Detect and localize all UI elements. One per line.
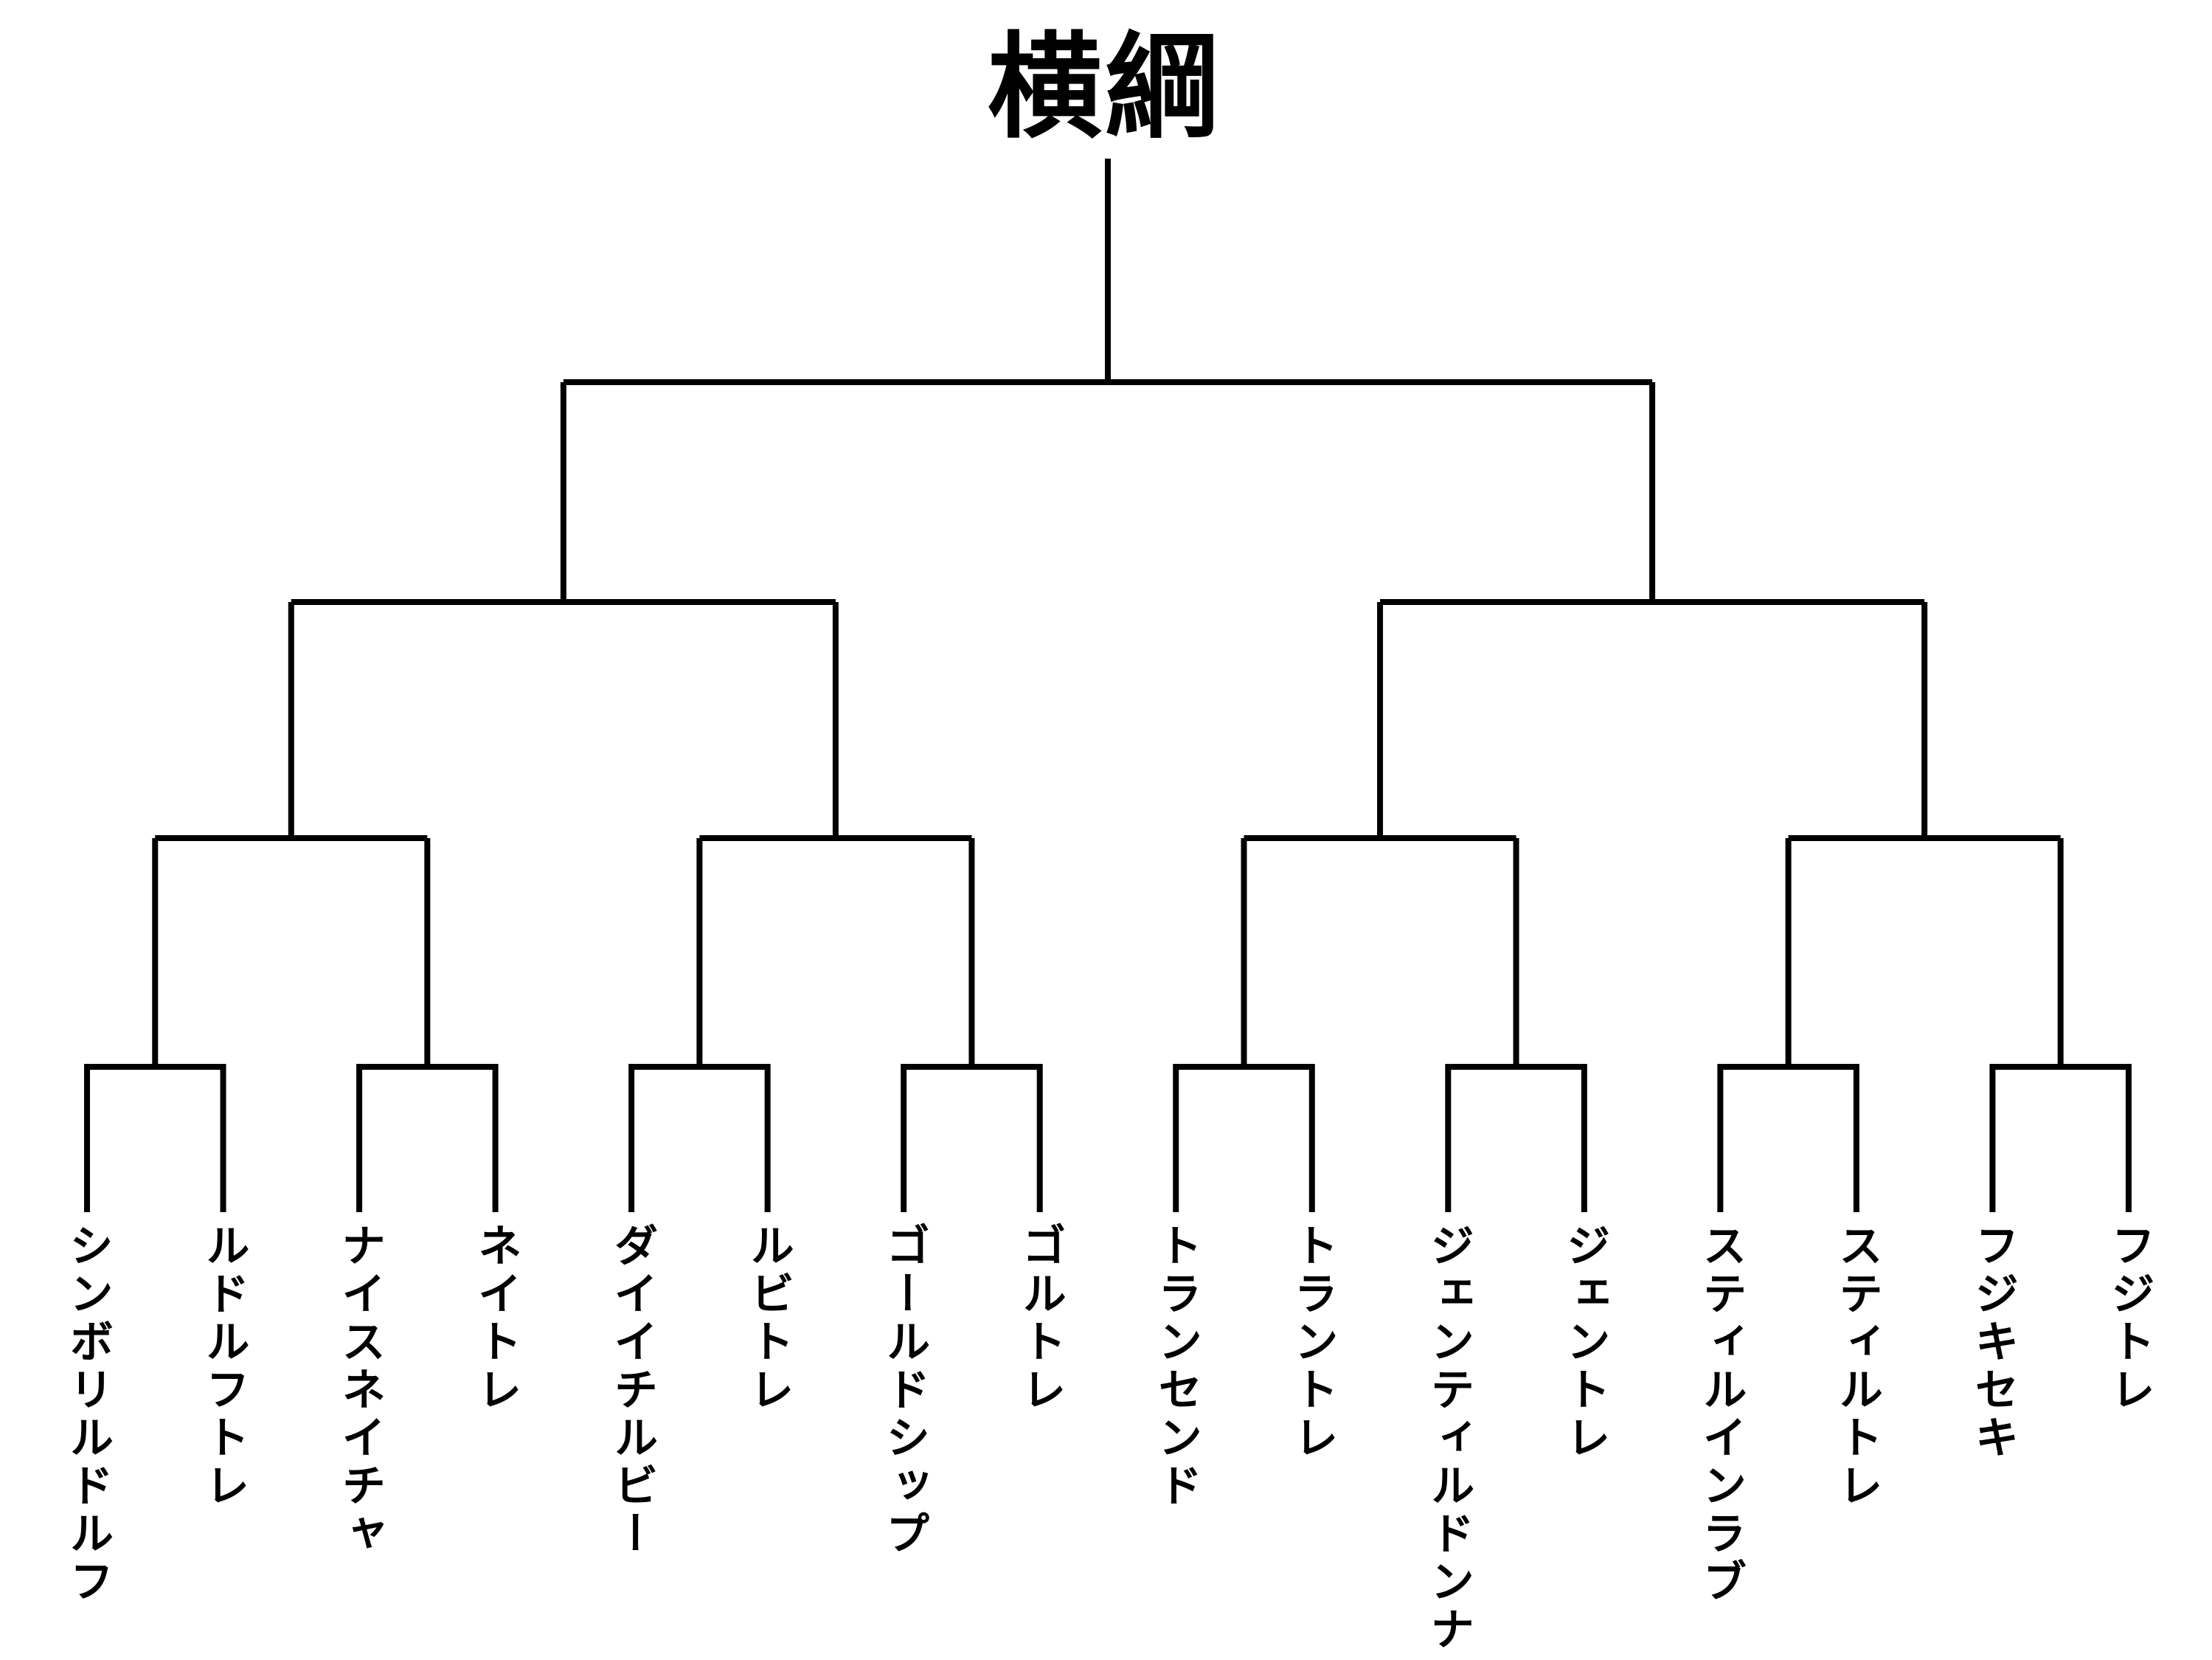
- entrant-label: スティルインラブ: [1694, 1222, 1747, 1606]
- bracket-title: 横綱: [988, 21, 1222, 154]
- entrant-label: スティルトレ: [1831, 1222, 1883, 1510]
- entrant-label: フジキセキ: [1966, 1222, 2019, 1462]
- entrant-label: フジトレ: [2103, 1222, 2155, 1414]
- entrant-label: ダイイチルビー: [606, 1222, 658, 1558]
- entrant-label: トラントレ: [1286, 1222, 1339, 1462]
- entrant-label: ジェンティルドンナ: [1422, 1222, 1474, 1654]
- entrant-label: ネイトレ: [470, 1222, 522, 1414]
- entrant-label: ゴルトレ: [1014, 1222, 1067, 1414]
- entrant-label: ジェントレ: [1559, 1222, 1611, 1462]
- entrant-label: ナイスネイチャ: [333, 1222, 386, 1558]
- entrant-label: ゴールドシップ: [878, 1222, 930, 1558]
- entrant-label: ルドルフトレ: [198, 1222, 249, 1510]
- entrant-label: トランセンド: [1150, 1222, 1202, 1510]
- entrant-label: シンボリルドルフ: [61, 1222, 114, 1606]
- entrant-label: ルビトレ: [742, 1222, 794, 1414]
- bracket-path: [84, 159, 2132, 1212]
